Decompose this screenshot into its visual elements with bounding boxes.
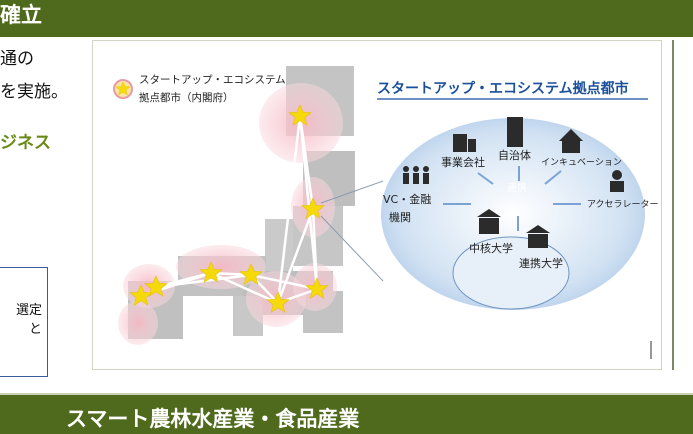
bottom-section-title: スマート農林水産業・食品産業 bbox=[66, 407, 360, 431]
municipality-building-icon bbox=[507, 117, 523, 147]
core-university-icon bbox=[477, 209, 501, 234]
label-accelerator: アクセラレーター bbox=[587, 199, 659, 210]
left-text-line1: 通の bbox=[0, 49, 34, 69]
legend-line2: 拠点都市（内閣府） bbox=[139, 91, 234, 104]
legend-line1: スタートアップ・エコシステム bbox=[139, 74, 286, 86]
callout-line-top bbox=[320, 180, 384, 204]
label-municipality: 自治体 bbox=[498, 148, 531, 162]
bottom-section-bar: スマート農林水産業・食品産業 bbox=[0, 393, 693, 434]
map-chubu-east bbox=[265, 219, 293, 271]
left-note-line1: 選定 bbox=[15, 303, 42, 318]
top-header-bar: 確立 bbox=[0, 0, 693, 37]
left-note-box: 選定 と bbox=[0, 267, 48, 377]
accelerator-person-icon bbox=[610, 170, 624, 192]
callout-line-bottom bbox=[320, 215, 384, 282]
label-business: 事業会社 bbox=[441, 155, 485, 169]
vc-people-icon bbox=[403, 166, 429, 184]
arrow-business bbox=[477, 172, 494, 185]
diagram-title: スタートアップ・エコシステム拠点都市 bbox=[377, 80, 629, 97]
label-center: 連携 bbox=[507, 181, 527, 194]
ecosystem-ellipse bbox=[381, 118, 645, 310]
university-ellipse bbox=[452, 236, 570, 310]
label-vc-line2: 機関 bbox=[389, 210, 411, 224]
incubation-house-icon bbox=[559, 129, 583, 153]
partner-university-icon bbox=[526, 225, 550, 248]
label-incubation: インキュベーション bbox=[541, 158, 622, 168]
top-header-title: 確立 bbox=[0, 3, 42, 27]
label-core-university: 中核大学 bbox=[469, 241, 513, 255]
label-vc-line1: VC・金融 bbox=[383, 192, 431, 206]
diagram-svg: スタートアップ・エコシステム 拠点都市（内閣府） bbox=[113, 66, 659, 359]
label-partner-university: 連携大学 bbox=[519, 256, 563, 270]
diagram-panel: スタートアップ・エコシステム 拠点都市（内閣府） bbox=[92, 40, 662, 370]
business-building-icon bbox=[453, 134, 476, 152]
left-green-heading: ジネス bbox=[0, 133, 51, 153]
arrow-incubation bbox=[544, 170, 562, 185]
legend: スタートアップ・エコシステム 拠点都市（内閣府） bbox=[113, 74, 286, 104]
right-divider bbox=[672, 40, 674, 370]
left-note-line2: と bbox=[28, 322, 42, 337]
left-text-line2: を実施。 bbox=[0, 82, 68, 102]
